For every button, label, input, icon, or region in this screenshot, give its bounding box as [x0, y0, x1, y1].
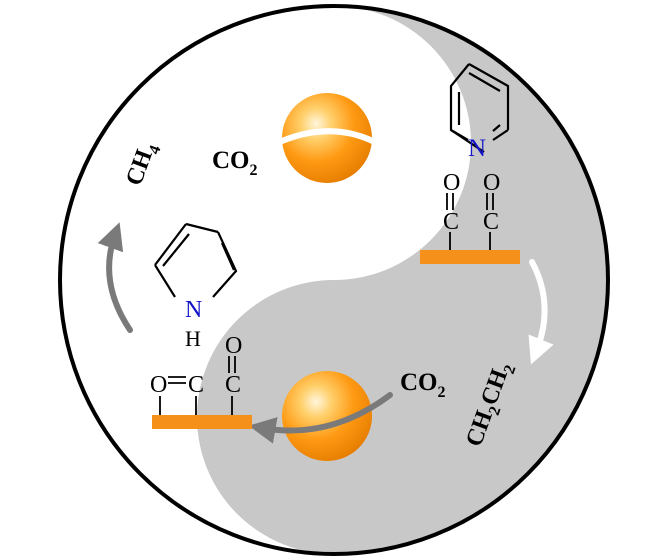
svg-text:O: O [483, 170, 500, 196]
outer-ring [58, 4, 610, 556]
left-reaction-arrow [97, 222, 133, 333]
svg-text:C: C [225, 372, 241, 398]
svg-text:O: O [225, 333, 242, 359]
pyridine-molecule [449, 63, 510, 153]
bottom-reaction-arrow [248, 392, 393, 444]
pyrrole-molecule [154, 222, 238, 298]
svg-text:C: C [483, 209, 499, 235]
pyrrole-nitrogen: N [185, 297, 202, 323]
top-reaction-arrow [272, 128, 413, 169]
yin-yang-background [58, 4, 610, 556]
pyridine-nitrogen: N [468, 135, 486, 162]
svg-text:O: O [150, 372, 167, 398]
svg-text:C: C [443, 209, 459, 235]
pyrrole-hydrogen: H [185, 326, 201, 351]
bottom-catalyst-sphere-icon [282, 371, 372, 461]
svg-text:C: C [188, 372, 204, 398]
top-catalyst-sphere-icon [282, 93, 372, 183]
bottom-adsorbed-species: O C O C [150, 333, 242, 416]
bottom-catalyst-surface-icon [152, 415, 252, 429]
co2-top-label: CO2 [212, 147, 258, 179]
svg-text:O: O [443, 170, 460, 196]
top-catalyst-surface-icon [420, 250, 520, 264]
co2-bottom-label: CO2 [400, 369, 446, 401]
right-reaction-arrow [528, 259, 554, 365]
top-adsorbed-co: O C O C [443, 170, 500, 251]
